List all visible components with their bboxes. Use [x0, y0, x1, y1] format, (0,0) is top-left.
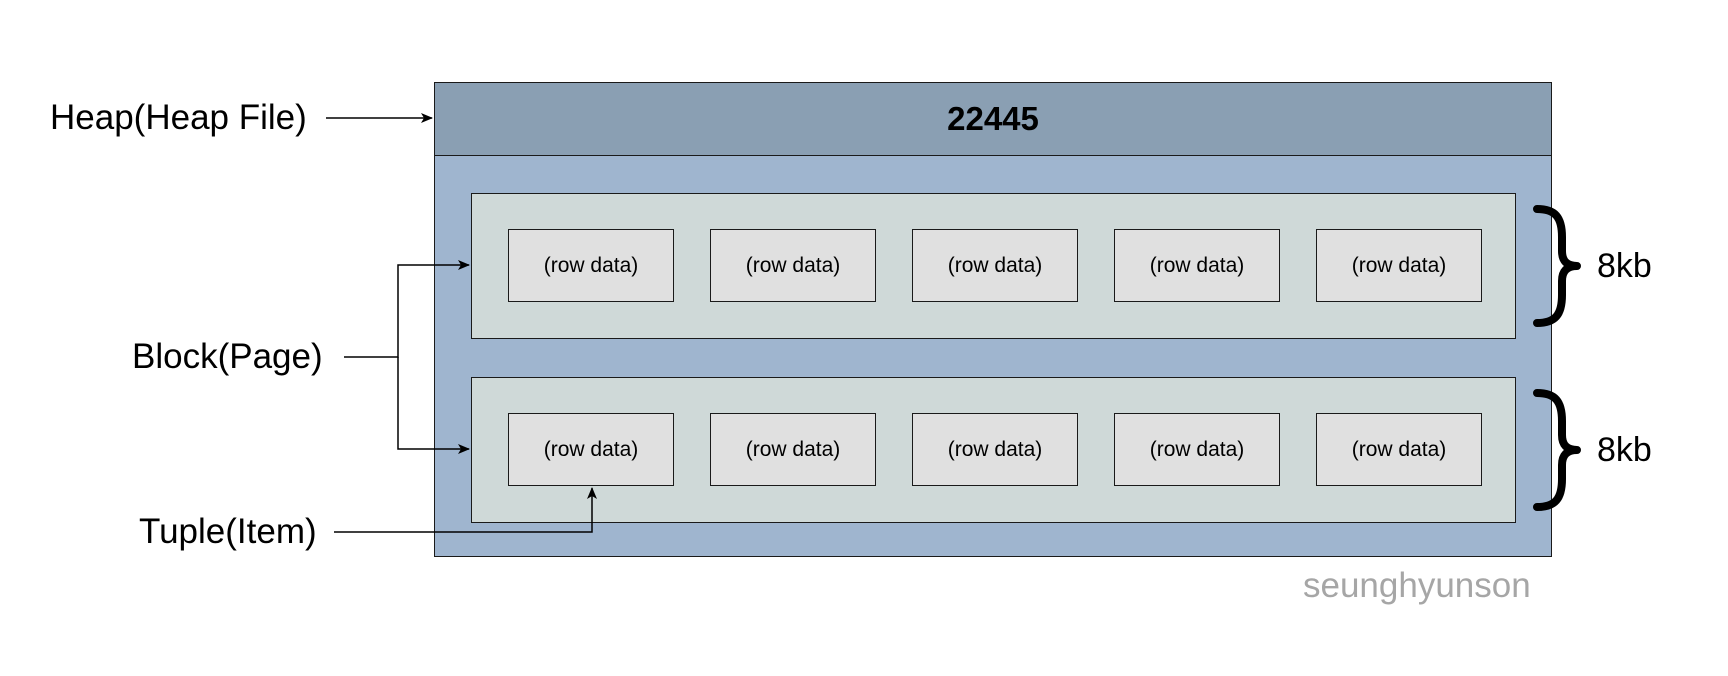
block-size-label: 8kb: [1597, 431, 1652, 469]
tuple-row: (row data): [508, 229, 674, 302]
heap-file-header: 22445: [434, 82, 1552, 156]
tuple-row: (row data): [1114, 229, 1280, 302]
heap-file-label: Heap(Heap File): [50, 98, 307, 137]
tuple-item-label: Tuple(Item): [139, 512, 317, 551]
brace-icon: [1533, 389, 1581, 511]
brace-icon: [1533, 205, 1581, 327]
tuple-row: (row data): [1316, 229, 1482, 302]
tuple-row: (row data): [1114, 413, 1280, 486]
block-page-2: (row data) (row data) (row data) (row da…: [471, 377, 1516, 523]
tuple-row: (row data): [912, 413, 1078, 486]
heap-title: 22445: [947, 100, 1039, 137]
tuple-row: (row data): [710, 413, 876, 486]
tuple-row: (row data): [710, 229, 876, 302]
block-page-1: (row data) (row data) (row data) (row da…: [471, 193, 1516, 339]
block-size-label: 8kb: [1597, 247, 1652, 285]
tuple-row: (row data): [508, 413, 674, 486]
author-watermark: seunghyunson: [1303, 566, 1531, 605]
tuple-row: (row data): [912, 229, 1078, 302]
block-page-label: Block(Page): [132, 337, 323, 376]
tuple-row: (row data): [1316, 413, 1482, 486]
